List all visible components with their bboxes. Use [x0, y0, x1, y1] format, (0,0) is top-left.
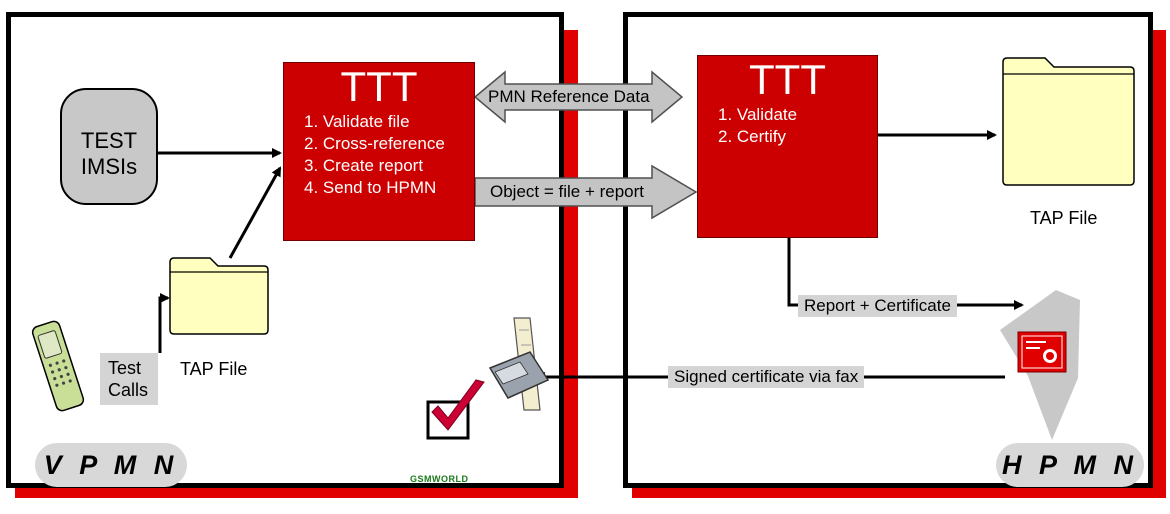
test-imsis-line: TEST [80, 128, 138, 153]
hpmn-ttt-step: 2. Certify [718, 127, 787, 146]
vpmn-tap-file-label: TAP File [180, 359, 248, 379]
calls-to-tapfile-arrow [158, 293, 170, 353]
vpmn-ttt-step: 3. Create report [304, 156, 424, 175]
test-imsis-box: TEST IMSIs [60, 88, 158, 205]
test-calls-line: Test [108, 358, 142, 378]
checkmark-checkbox-icon [426, 379, 485, 440]
vpmn-ttt-step: 4. Send to HPMN [304, 178, 437, 197]
reference-data-double-arrow [473, 70, 684, 124]
hpmn-ttt-box: TTT 1. Validate 2. Certify [697, 55, 878, 238]
object-arrow [474, 164, 698, 220]
hpmn-label: H P M N [996, 443, 1144, 487]
certificate-document-icon [1000, 290, 1080, 440]
vpmn-ttt-title: TTT [340, 63, 418, 110]
hpmn-tap-file-label: TAP File [1030, 208, 1098, 228]
vpmn-ttt-step: 2. Cross-reference [304, 134, 445, 153]
test-calls-label: Test Calls [100, 353, 158, 405]
mobile-phone-icon [31, 320, 85, 412]
fax-machine-icon [488, 317, 550, 411]
object-label: Object = file + report [490, 182, 645, 201]
vpmn-label: V P M N [35, 443, 187, 487]
vpmn-ttt-box: TTT 1. Validate file 2. Cross-reference … [283, 62, 475, 241]
tapfile-to-ttt-arrow [228, 166, 282, 259]
signed-certificate-label: Signed certificate via fax [668, 366, 865, 388]
test-calls-line: Calls [108, 380, 149, 400]
reference-data-label: PMN Reference Data [488, 87, 650, 106]
gsm-logo: GSMWORLD [410, 474, 469, 484]
hpmn-tap-file-folder-icon [1002, 57, 1135, 186]
hpmn-ttt-title: TTT [749, 56, 826, 103]
vpmn-ttt-step: 1. Validate file [304, 112, 410, 131]
hpmn-ttt-step: 1. Validate [718, 105, 798, 124]
test-imsis-line: IMSIs [80, 154, 138, 179]
report-certificate-label: Report + Certificate [798, 295, 957, 317]
vpmn-tap-file-folder-icon [169, 257, 269, 335]
